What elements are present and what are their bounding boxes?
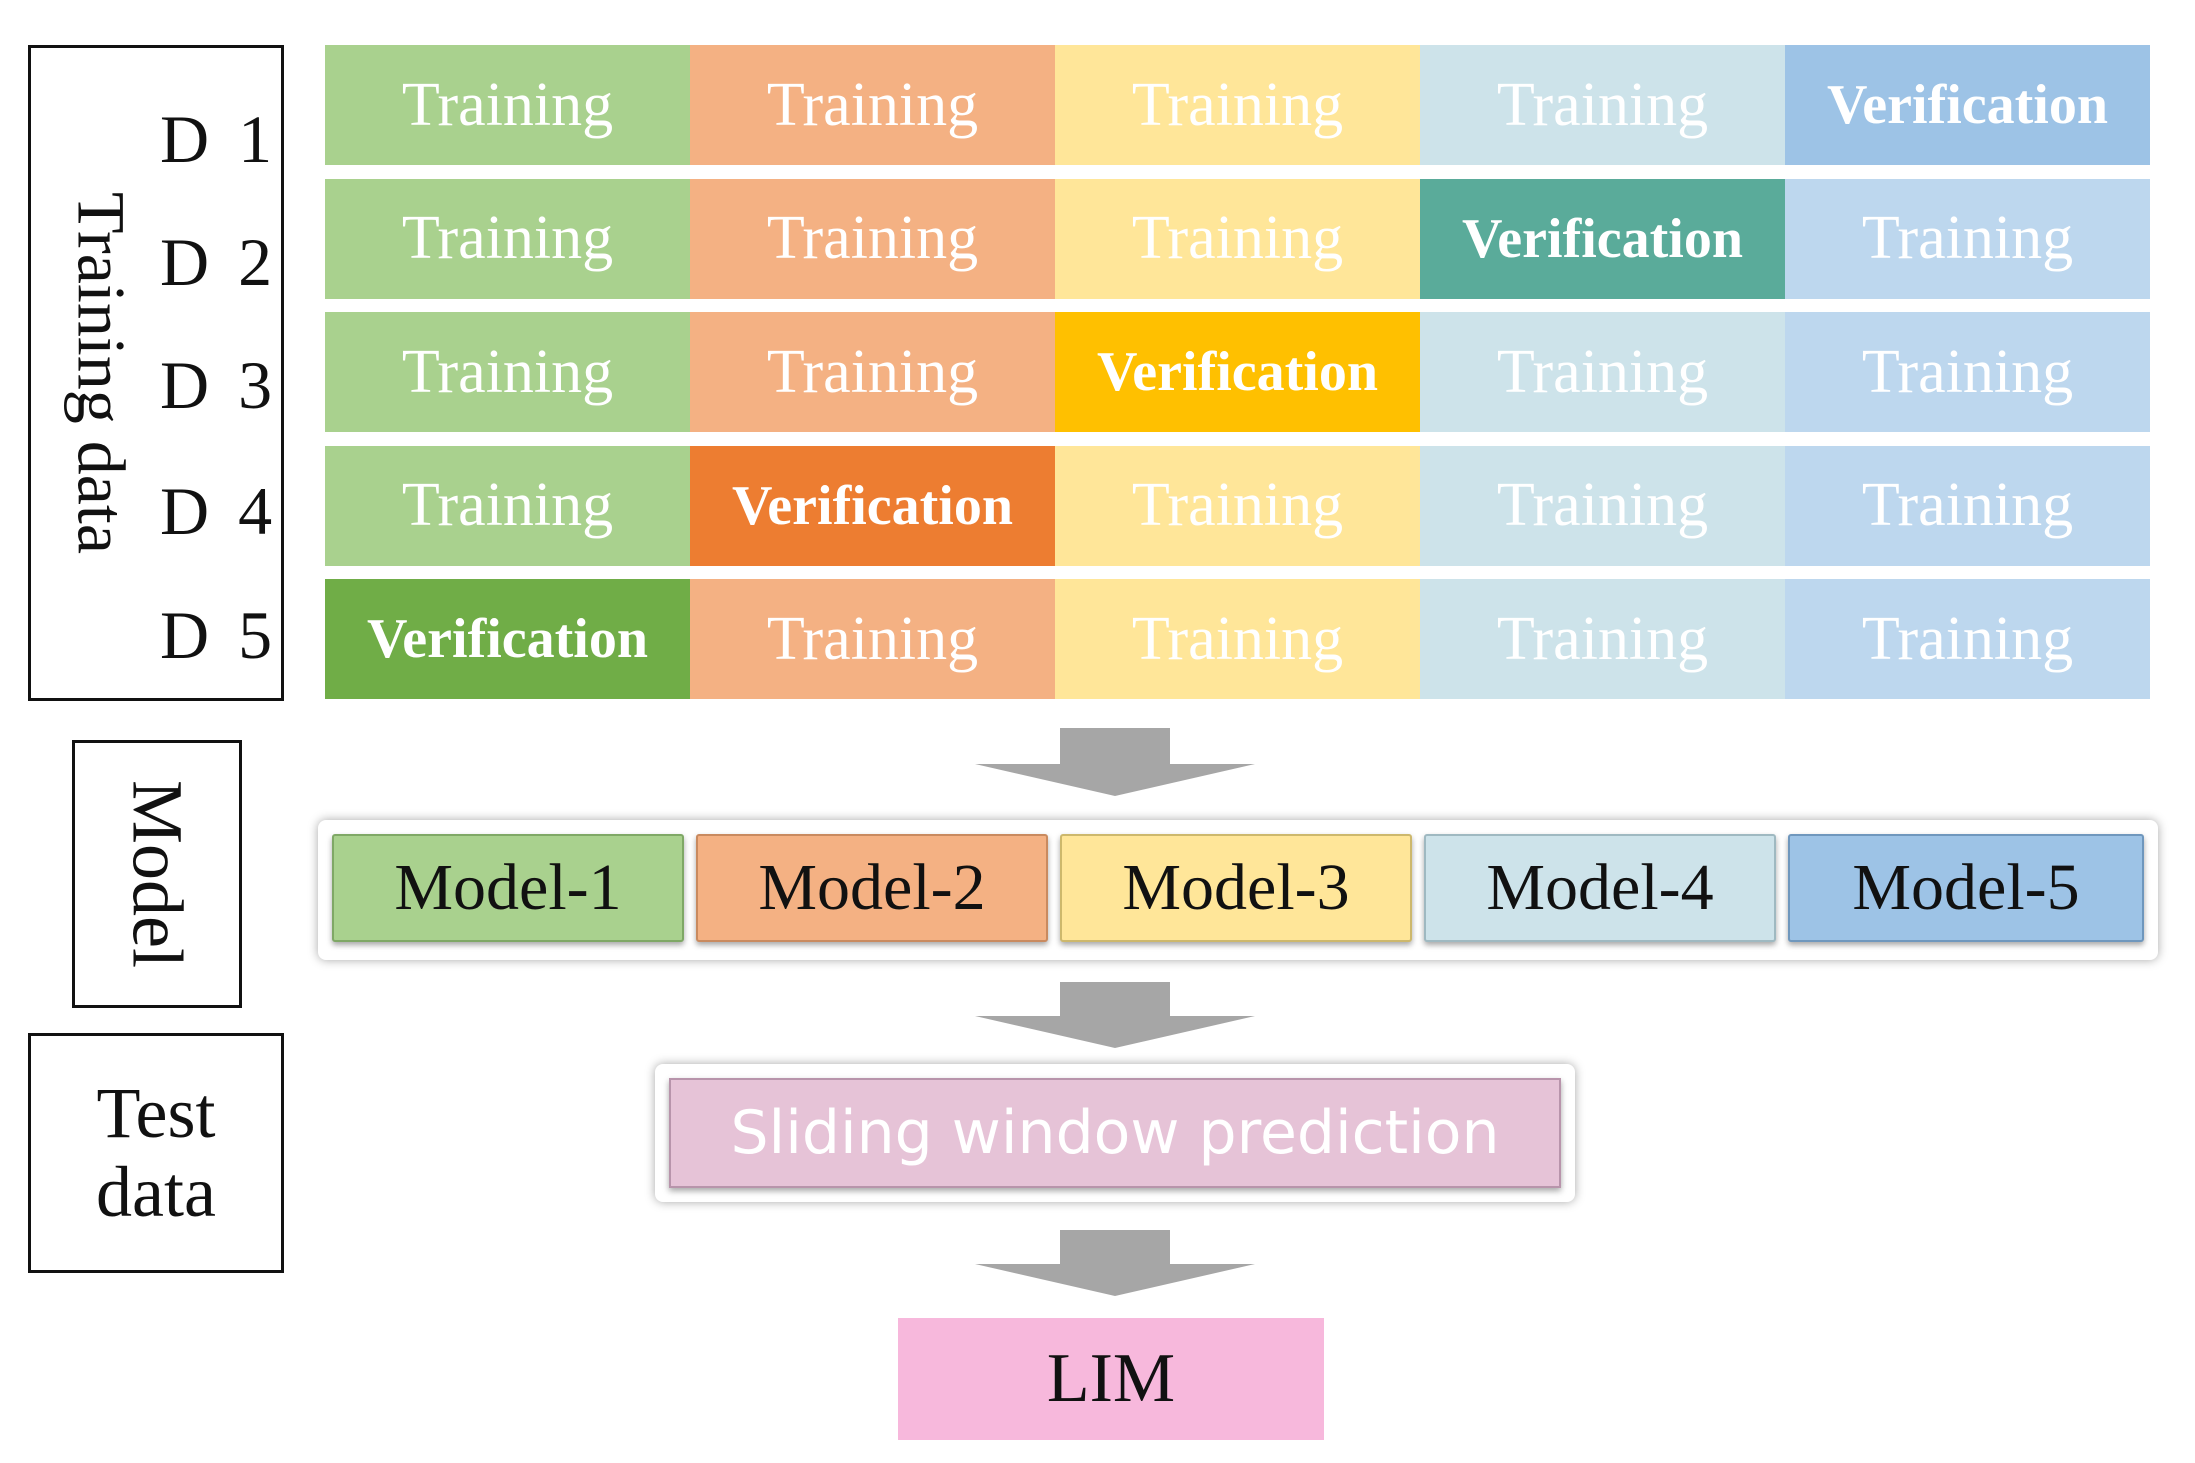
training-cell-d3-c4: Training	[1420, 312, 1785, 432]
fold-label-d5: D 5	[160, 597, 279, 673]
training-data-label: Training data	[63, 191, 140, 555]
models-panel: Model-1 Model-2 Model-3 Model-4 Model-5	[318, 820, 2158, 960]
model-3-box: Model-3	[1060, 834, 1412, 942]
model-label-box: Model	[72, 740, 242, 1008]
fold-label-d1: D 1	[160, 101, 279, 177]
verification-cell-d1-c5: Verification	[1785, 45, 2150, 165]
training-cell-d5-c3: Training	[1055, 579, 1420, 699]
fold-label-d2: D 2	[160, 224, 279, 300]
training-cell-d2-c5: Training	[1785, 178, 2150, 299]
training-cell-d2-c1: Training	[325, 178, 690, 299]
verification-cell-d4-c2: Verification	[690, 445, 1055, 566]
training-cell-d4-c4: Training	[1420, 445, 1785, 566]
training-cell-d5-c4: Training	[1420, 579, 1785, 699]
test-data-label-line2: data	[96, 1152, 216, 1232]
lim-output-box: LIM	[898, 1318, 1324, 1440]
training-cell-d2-c2: Training	[690, 178, 1055, 299]
down-arrow-icon	[975, 728, 1255, 796]
model-label: Model	[117, 780, 198, 968]
training-cell-d4-c1: Training	[325, 445, 690, 566]
down-arrow-icon	[975, 982, 1255, 1048]
model-2-box: Model-2	[696, 834, 1048, 942]
verification-cell-d3-c3: Verification	[1055, 312, 1420, 432]
model-4-box: Model-4	[1424, 834, 1776, 942]
training-cell-d3-c2: Training	[690, 312, 1055, 432]
verification-cell-d5-c1: Verification	[325, 579, 690, 699]
training-cell-d1-c1: Training	[325, 45, 690, 165]
training-cell-d5-c2: Training	[690, 579, 1055, 699]
training-cell-d2-c3: Training	[1055, 178, 1420, 299]
sliding-window-panel: Sliding window prediction	[655, 1064, 1575, 1202]
training-cell-d1-c3: Training	[1055, 45, 1420, 165]
test-data-label-box: Test data	[28, 1033, 284, 1273]
training-cell-d4-c3: Training	[1055, 445, 1420, 566]
fold-label-d4: D 4	[160, 473, 279, 549]
training-cell-d3-c1: Training	[325, 312, 690, 432]
training-cell-d4-c5: Training	[1785, 445, 2150, 566]
sliding-window-prediction-box: Sliding window prediction	[669, 1078, 1561, 1188]
model-5-box: Model-5	[1788, 834, 2144, 942]
training-cell-d3-c5: Training	[1785, 312, 2150, 432]
training-cell-d1-c4: Training	[1420, 45, 1785, 165]
verification-cell-d2-c4: Verification	[1420, 178, 1785, 299]
down-arrow-icon	[975, 1230, 1255, 1296]
training-cell-d5-c5: Training	[1785, 579, 2150, 699]
training-cell-d1-c2: Training	[690, 45, 1055, 165]
model-1-box: Model-1	[332, 834, 684, 942]
fold-label-d3: D 3	[160, 347, 279, 423]
training-data-label-box: Training data	[28, 45, 284, 701]
test-data-label-line1: Test	[96, 1072, 216, 1153]
